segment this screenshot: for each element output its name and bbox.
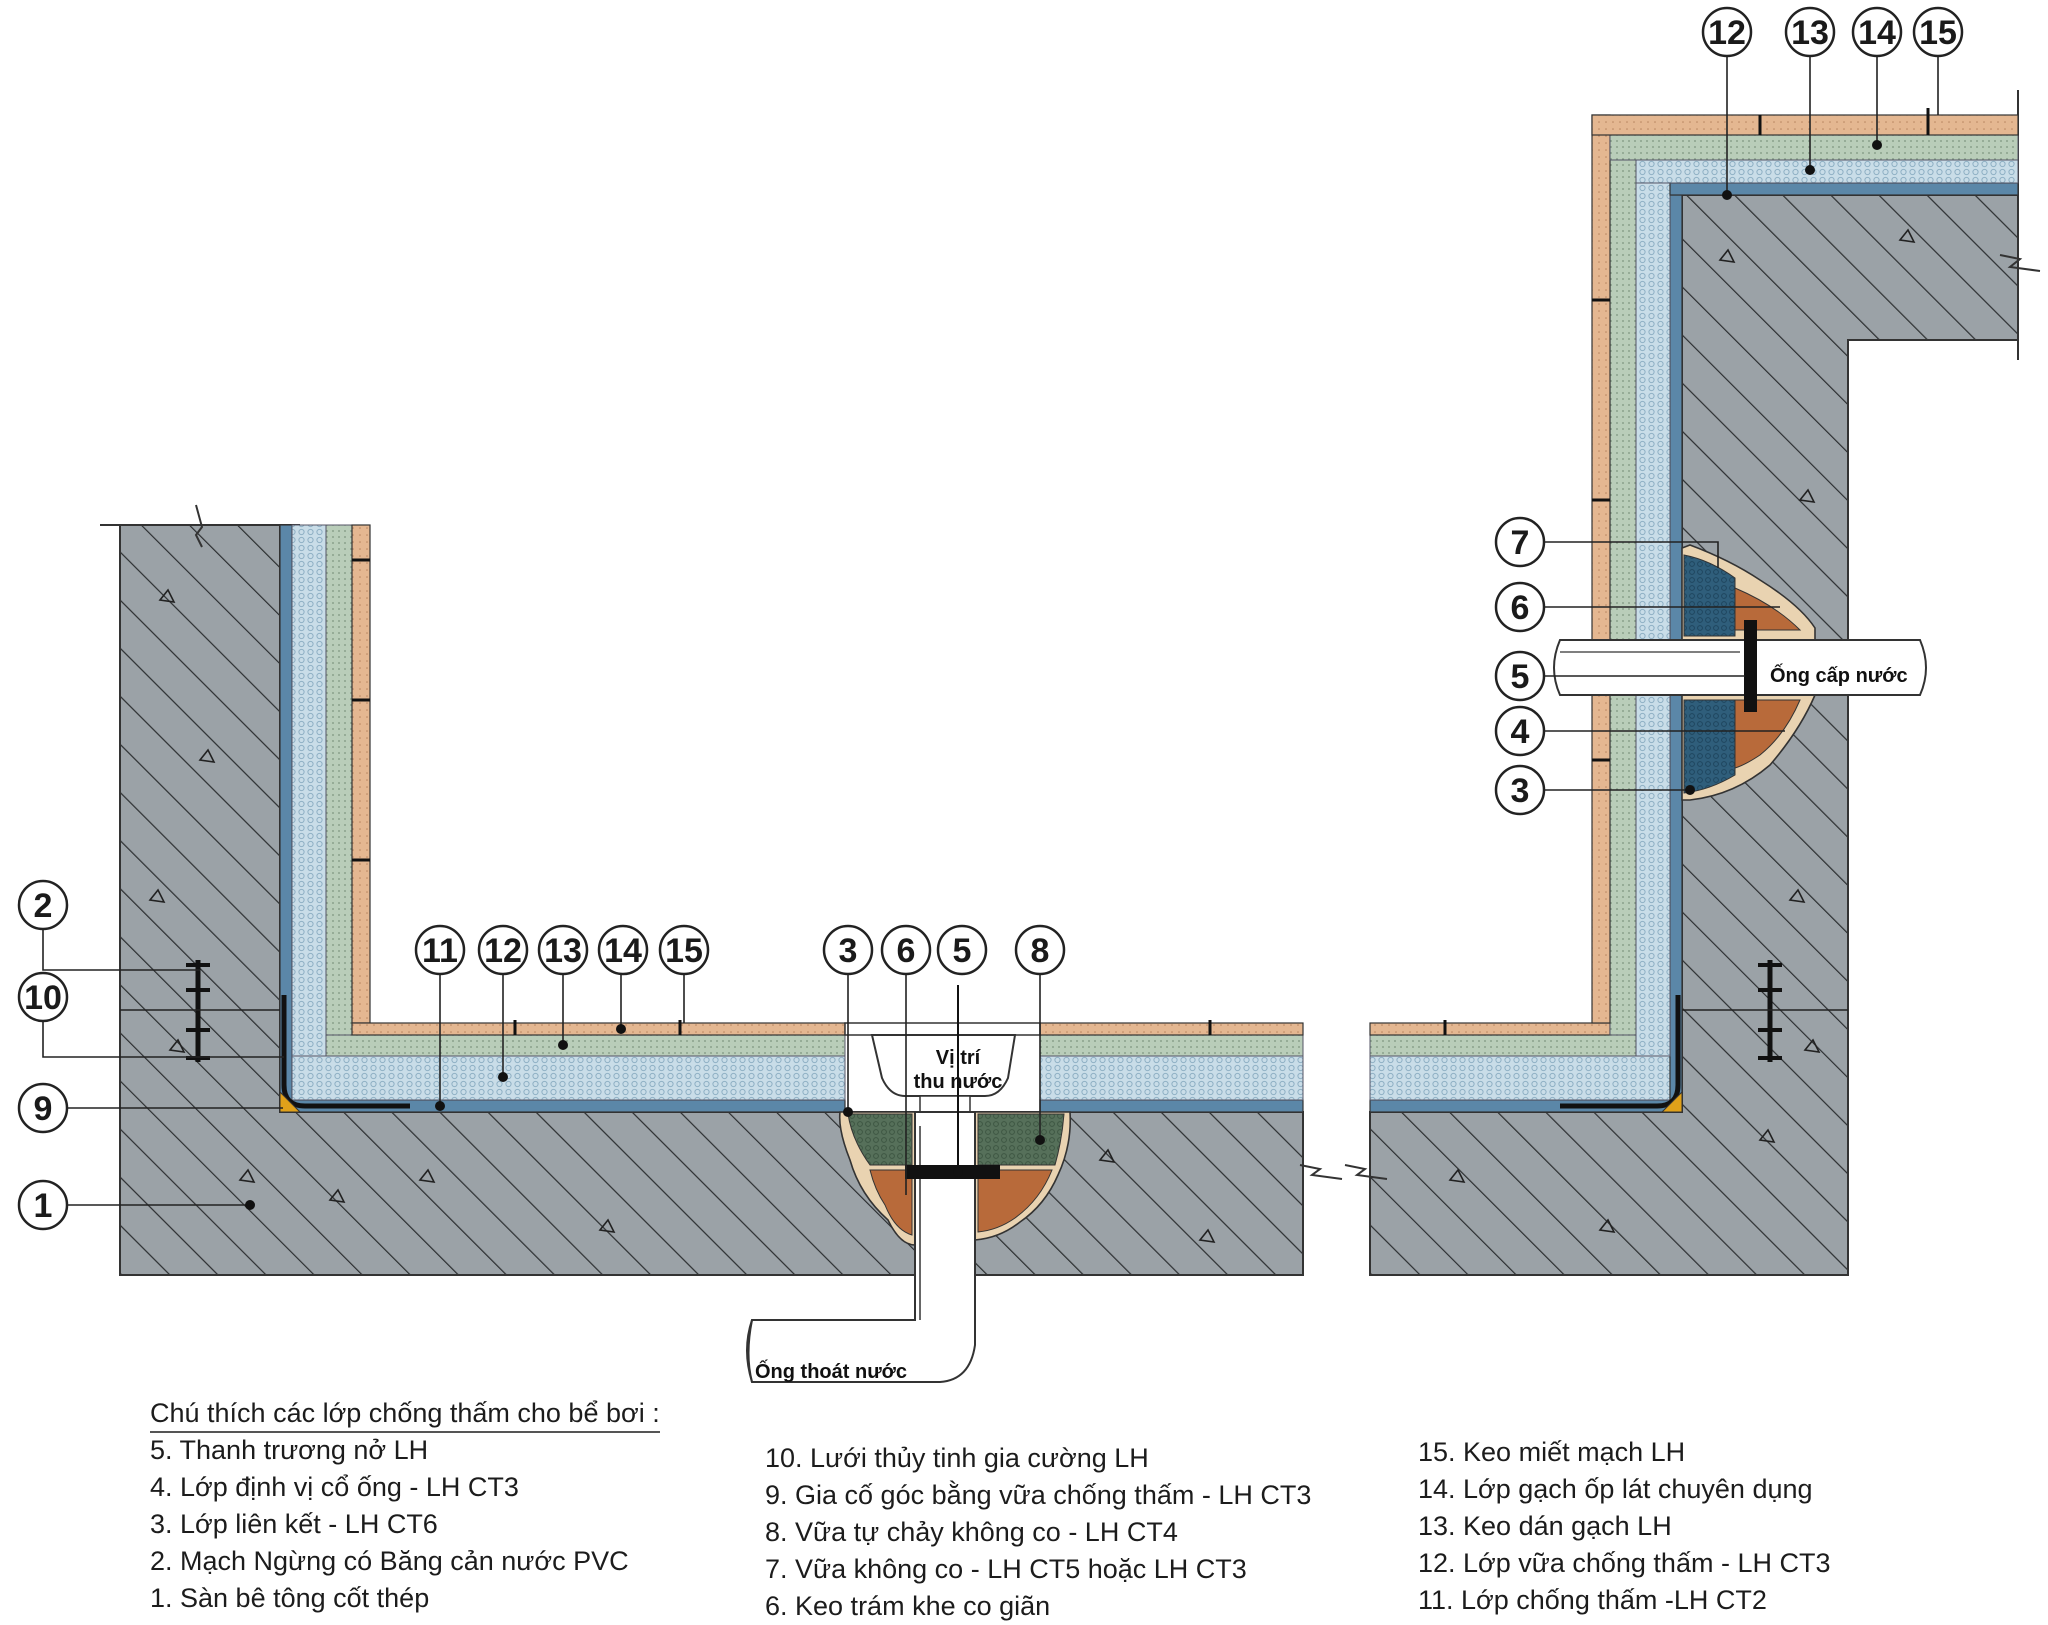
supply-pipe-penetration — [1553, 544, 1927, 801]
waterstop-left — [120, 960, 280, 1062]
legend-item: 11. Lớp chống thấm -LH CT2 — [1418, 1585, 1767, 1615]
callout-number: 8 — [1031, 932, 1050, 970]
callouts-pipe: 7 6 5 4 3 — [1494, 516, 1546, 816]
callout-number: 13 — [1791, 14, 1829, 52]
callout-number: 15 — [1919, 14, 1957, 52]
callouts-drain: 3 6 5 8 — [822, 924, 1066, 976]
legend-item: 6. Keo trám khe co giãn — [765, 1591, 1051, 1621]
layer-stack-right — [1369, 108, 2019, 1113]
callout-number: 4 — [1511, 713, 1530, 751]
callout-number: 7 — [1511, 524, 1530, 562]
legend-item: 4. Lớp định vị cổ ống - LH CT3 — [150, 1472, 519, 1502]
callout-number: 9 — [34, 1090, 53, 1128]
legend-item: 8. Vữa tự chảy không co - LH CT4 — [765, 1517, 1178, 1547]
leader-lines — [42, 55, 1939, 1206]
legend-item: 3. Lớp liên kết - LH CT6 — [150, 1509, 438, 1539]
legend-item: 12. Lớp vữa chống thấm - LH CT3 — [1418, 1548, 1831, 1578]
drain-pipe-label: Ống thoát nước — [755, 1359, 907, 1383]
callout-number: 5 — [953, 932, 972, 970]
callouts-floor: 11 12 13 14 15 — [414, 924, 710, 976]
legend-column-2: 10. Lưới thủy tinh gia cường LH 9. Gia c… — [765, 1440, 1311, 1625]
callout-number: 2 — [34, 887, 53, 925]
callout-number: 10 — [24, 979, 62, 1017]
floor-drain — [746, 985, 1072, 1383]
legend-column-1: 5. Thanh trương nở LH 4. Lớp định vị cổ … — [150, 1432, 629, 1617]
leader-dots — [245, 140, 1882, 1210]
legend-item: 1. Sàn bê tông cốt thép — [150, 1583, 430, 1613]
layer-stack-floor-left — [279, 1020, 846, 1113]
callout-number: 3 — [1511, 772, 1530, 810]
callouts-top-right: 12 13 14 15 — [1701, 6, 1964, 58]
layer-stack-left — [279, 524, 371, 1113]
supply-pipe-label: Ống cấp nước — [1770, 663, 1908, 687]
legend-item: 7. Vữa không co - LH CT5 hoặc LH CT3 — [765, 1554, 1247, 1584]
layer-stack-floor-middle — [1039, 1020, 1304, 1113]
legend-column-3: 15. Keo miết mạch LH 14. Lớp gạch ốp lát… — [1418, 1434, 1830, 1619]
drain-label-line: thu nước — [914, 1071, 1003, 1093]
legend-item: 13. Keo dán gạch LH — [1418, 1511, 1672, 1541]
legend-item: 10. Lưới thủy tinh gia cường LH — [765, 1443, 1149, 1473]
callout-number: 11 — [422, 932, 458, 970]
callouts-left: 2 10 9 1 — [17, 879, 69, 1231]
legend-title: Chú thích các lớp chống thấm cho bể bơi … — [150, 1398, 660, 1433]
legend-item: 14. Lớp gạch ốp lát chuyên dụng — [1418, 1474, 1813, 1504]
callout-number: 13 — [544, 932, 582, 970]
legend-item: 9. Gia cố góc bằng vữa chống thấm - LH C… — [765, 1480, 1312, 1510]
callout-number: 12 — [484, 932, 522, 970]
callout-number: 1 — [34, 1187, 53, 1225]
callout-number: 5 — [1511, 658, 1530, 696]
callout-number: 6 — [897, 932, 916, 970]
legend-item: 15. Keo miết mạch LH — [1418, 1437, 1686, 1467]
corner-mesh-and-fillet — [279, 995, 1683, 1113]
callout-number: 15 — [665, 932, 703, 970]
callout-number: 14 — [604, 932, 642, 970]
legend-item: 5. Thanh trương nở LH — [150, 1435, 429, 1465]
callout-number: 3 — [839, 932, 858, 970]
legend-item: 2. Mạch Ngừng có Băng cản nước PVC — [150, 1546, 629, 1576]
drain-label-line: Vị trí — [936, 1047, 982, 1069]
waterstop-right — [1682, 960, 1848, 1062]
callout-number: 14 — [1858, 14, 1896, 52]
callout-number: 12 — [1708, 14, 1746, 52]
callout-number: 6 — [1511, 589, 1530, 627]
